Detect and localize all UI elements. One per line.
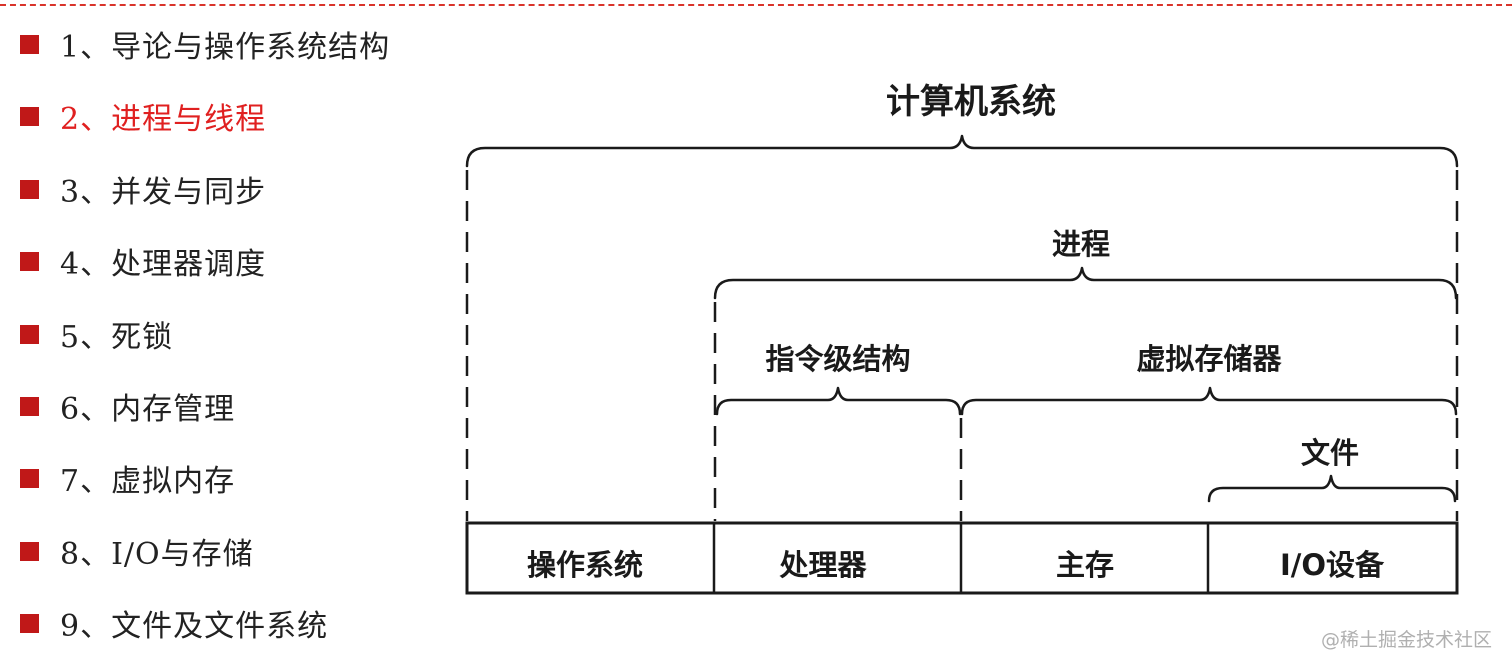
process-label: 进程: [1052, 227, 1110, 261]
menu-item-1[interactable]: 1、导论与操作系统结构: [20, 24, 440, 65]
square-bullet-icon: [20, 106, 39, 126]
menu-item-label: 5、死锁: [60, 320, 174, 355]
process-brace: [713, 266, 1458, 300]
box-io-device: I/O设备: [1280, 548, 1385, 582]
menu-item-label: 8、I/O与存储: [60, 537, 254, 572]
square-bullet-icon: [20, 396, 39, 416]
vm-brace: [960, 386, 1458, 416]
menu-item-6[interactable]: 6、内存管理: [20, 386, 440, 427]
menu-item-label: 2、进程与线程: [60, 102, 267, 137]
menu-item-label: 3、并发与同步: [60, 175, 267, 210]
menu-item-5[interactable]: 5、死锁: [20, 314, 440, 355]
menu-item-label: 9、文件及文件系统: [60, 609, 329, 644]
box-os: 操作系统: [527, 548, 643, 582]
menu-item-8[interactable]: 8、I/O与存储: [20, 531, 440, 572]
menu-item-label: 6、内存管理: [60, 392, 236, 427]
menu-item-3[interactable]: 3、并发与同步: [20, 169, 440, 210]
menu-item-4[interactable]: 4、处理器调度: [20, 241, 440, 282]
diagram-title: 计算机系统: [886, 82, 1056, 122]
file-brace: [1207, 474, 1457, 503]
box-main-memory: 主存: [1056, 548, 1114, 582]
top-dashed-rule: [0, 4, 1512, 6]
square-bullet-icon: [20, 179, 39, 199]
menu-item-label: 4、处理器调度: [60, 247, 267, 282]
file-label: 文件: [1301, 436, 1359, 470]
watermark: @稀土掘金技术社区: [1320, 629, 1492, 651]
menu-item-label: 1、导论与操作系统结构: [60, 30, 391, 65]
menu-item-9[interactable]: 9、文件及文件系统: [20, 603, 440, 644]
square-bullet-icon: [20, 34, 39, 54]
square-bullet-icon: [20, 324, 39, 344]
square-bullet-icon: [20, 251, 39, 271]
menu-item-7[interactable]: 7、虚拟内存: [20, 458, 440, 499]
isa-label: 指令级结构: [765, 342, 910, 376]
isa-brace: [715, 386, 962, 416]
vm-label: 虚拟存储器: [1136, 342, 1282, 376]
menu-item-label: 7、虚拟内存: [60, 464, 236, 499]
menu-item-2[interactable]: 2、进程与线程: [20, 96, 440, 137]
square-bullet-icon: [20, 541, 39, 561]
square-bullet-icon: [20, 468, 39, 488]
square-bullet-icon: [20, 613, 39, 633]
box-processor: 处理器: [778, 548, 867, 582]
computer-system-brace: [465, 134, 1459, 168]
